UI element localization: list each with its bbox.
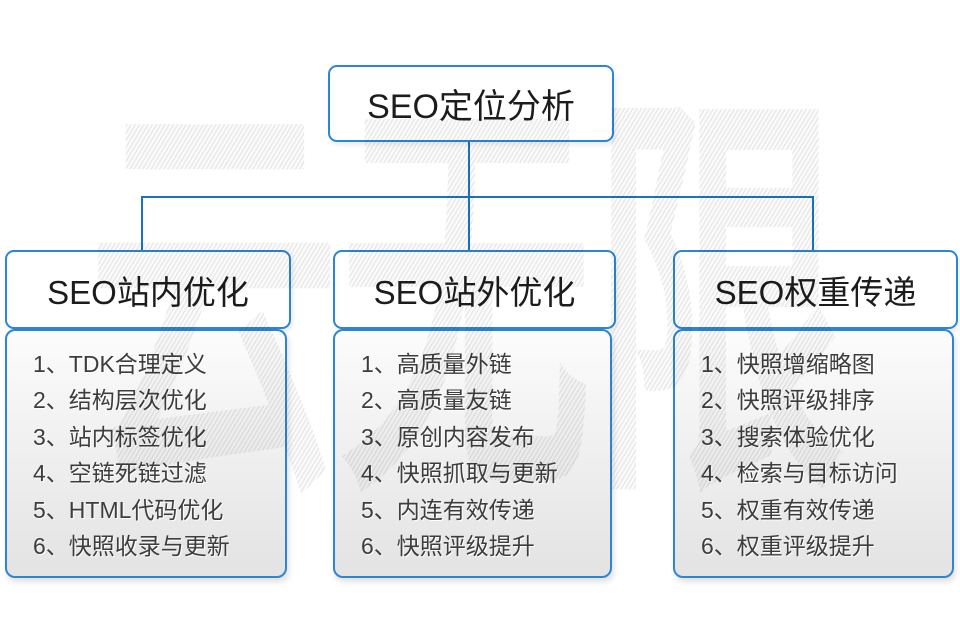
- connector-drop-right: [812, 196, 814, 252]
- list-item: 1、快照增缩略图: [701, 351, 875, 377]
- column-onsite-header: SEO站内优化: [5, 250, 291, 329]
- list-item: 3、站内标签优化: [33, 423, 207, 450]
- list-item: 5、内连有效传递: [361, 496, 535, 523]
- root-node-seo-positioning: SEO定位分析: [328, 65, 614, 142]
- list-item: 6、快照评级提升: [361, 533, 535, 560]
- list-item: 2、结构层次优化: [33, 387, 207, 414]
- column-weight-transfer-header: SEO权重传递: [673, 250, 958, 329]
- connector-horizontal: [141, 196, 814, 198]
- list-item: 6、权重评级提升: [701, 533, 875, 560]
- list-item: 4、快照抓取与更新: [361, 460, 558, 487]
- column-onsite-list-panel: 1、TDK合理定义 2、结构层次优化 3、站内标签优化 4、空链死链过滤 5、H…: [5, 329, 287, 578]
- list-item: 4、检索与目标访问: [701, 460, 898, 487]
- list-item: 3、原创内容发布: [361, 423, 535, 450]
- column-weight-transfer-list-panel: 1、快照增缩略图 2、快照评级排序 3、搜索体验优化 4、检索与目标访问 5、权…: [673, 329, 954, 578]
- column-offsite-header: SEO站外优化: [333, 250, 616, 329]
- list-item: 4、空链死链过滤: [33, 460, 207, 487]
- connector-drop-left: [141, 196, 143, 252]
- list-item: 1、高质量外链: [361, 351, 512, 377]
- column-offsite-list-panel: 1、高质量外链 2、高质量友链 3、原创内容发布 4、快照抓取与更新 5、内连有…: [333, 329, 612, 578]
- list-item: 6、快照收录与更新: [33, 533, 230, 560]
- list-item: 3、搜索体验优化: [701, 423, 875, 450]
- list-item: 2、快照评级排序: [701, 387, 875, 414]
- list-item: 5、权重有效传递: [701, 496, 875, 523]
- list-item: 2、高质量友链: [361, 387, 512, 414]
- connector-stem: [468, 138, 470, 198]
- list-item: 5、HTML代码优化: [33, 496, 224, 523]
- list-item: 1、TDK合理定义: [33, 351, 207, 377]
- root-node-label: SEO定位分析: [367, 88, 575, 126]
- column-onsite-header-label: SEO站内优化: [47, 273, 249, 311]
- column-weight-transfer-header-label: SEO权重传递: [714, 273, 917, 311]
- connector-drop-middle: [468, 196, 470, 252]
- column-offsite-header-label: SEO站外优化: [373, 273, 576, 311]
